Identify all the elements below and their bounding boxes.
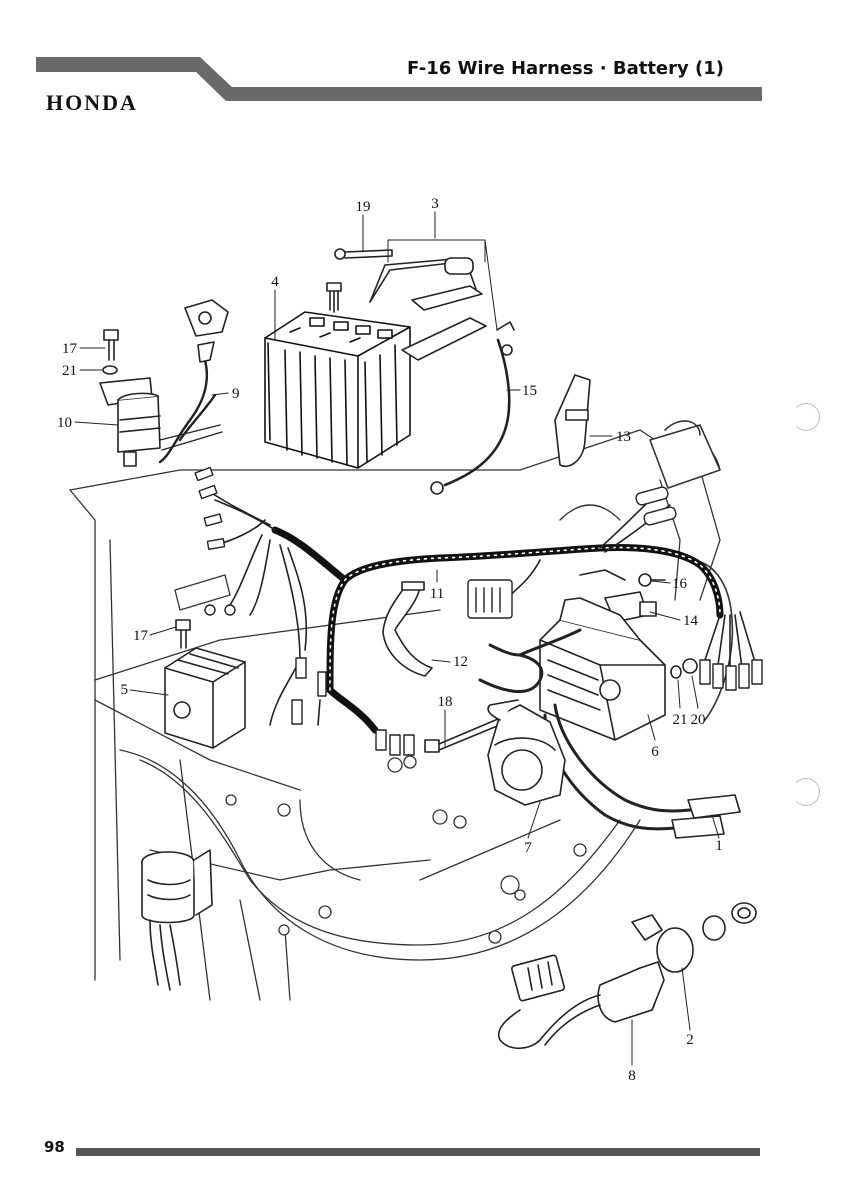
horn-7 xyxy=(487,699,566,806)
relay-boot xyxy=(184,299,229,363)
callout-21a: 21 xyxy=(62,363,77,379)
rectifier-5 xyxy=(164,647,246,749)
page-number: 98 xyxy=(44,1138,65,1156)
neutral-sensor-8 xyxy=(498,954,665,1050)
battery-cable-15 xyxy=(430,321,515,495)
washer-20 xyxy=(682,658,698,674)
harness-connectors xyxy=(194,466,763,756)
bolt-16 xyxy=(638,573,666,587)
harness-branches xyxy=(209,491,756,726)
callout-14: 14 xyxy=(683,613,699,629)
battery-terminal-bolt xyxy=(326,282,342,313)
battery-band-3 xyxy=(369,257,487,361)
callout-20: 20 xyxy=(691,712,706,728)
condenser xyxy=(141,849,213,991)
callout-3: 3 xyxy=(431,196,439,212)
callout-4: 4 xyxy=(271,274,279,290)
callout-2: 2 xyxy=(686,1032,694,1048)
starter-cable-9 xyxy=(158,358,223,464)
callout-6: 6 xyxy=(651,744,659,760)
callout-13: 13 xyxy=(616,429,631,445)
callout-10: 10 xyxy=(57,415,72,431)
callout-8: 8 xyxy=(628,1068,636,1084)
callout-17b: 17 xyxy=(133,628,149,644)
page-title: F-16 Wire Harness · Battery (1) xyxy=(407,58,724,79)
callout-21b: 21 xyxy=(673,712,688,728)
relay-bolt-17 xyxy=(103,329,119,361)
plug-caps-1 xyxy=(671,794,741,839)
callout-17a: 17 xyxy=(62,341,78,357)
binder-hole-top xyxy=(792,403,820,431)
ignition-coil-6 xyxy=(539,597,666,741)
callout-5: 5 xyxy=(121,682,129,698)
footer-rule xyxy=(76,1148,760,1156)
leader-lines xyxy=(74,211,720,1066)
starter-relay-10 xyxy=(99,377,161,467)
callout-11: 11 xyxy=(430,586,444,602)
callout-16: 16 xyxy=(672,576,688,592)
callout-labels: 1 2 3 4 5 6 7 8 9 10 11 12 13 14 15 16 1… xyxy=(57,196,723,1084)
callout-7: 7 xyxy=(524,840,532,856)
rectifier-bolt-17 xyxy=(175,619,191,649)
harness-band-13 xyxy=(554,374,591,467)
washer-21 xyxy=(670,665,682,679)
relay-washer-21 xyxy=(102,365,118,375)
steering-head xyxy=(649,420,734,721)
harness-band-12 xyxy=(382,581,433,677)
battery-bolt-19 xyxy=(334,248,393,260)
callout-1: 1 xyxy=(715,838,723,854)
callout-18: 18 xyxy=(438,694,453,710)
callout-19: 19 xyxy=(356,199,371,215)
callout-12: 12 xyxy=(453,654,468,670)
header-band xyxy=(36,57,762,101)
battery xyxy=(264,311,411,469)
brand-logo: HONDA xyxy=(46,90,138,115)
binder-hole-bottom xyxy=(792,778,820,806)
callout-15: 15 xyxy=(522,383,537,399)
neutral-switch-2 xyxy=(631,902,757,973)
callout-9: 9 xyxy=(232,386,240,402)
